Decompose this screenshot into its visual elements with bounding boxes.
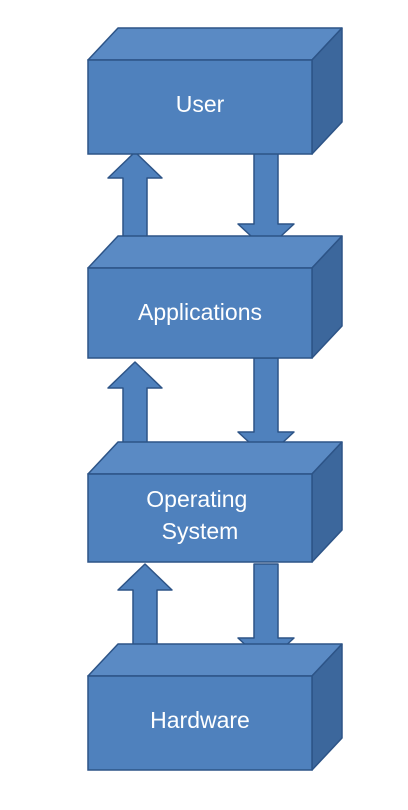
layer-label-hardware: Hardware (150, 707, 250, 733)
box-top (87, 27, 343, 61)
layer-label-line: User (176, 91, 225, 117)
box-front (87, 675, 313, 771)
box-top (87, 235, 343, 269)
box-top (87, 441, 343, 475)
layer-box-operating-system: Operating System (87, 441, 343, 563)
box-front (87, 267, 313, 359)
box-top (87, 643, 343, 677)
arrows-layer (107, 149, 295, 665)
layer-box-hardware: Hardware (87, 643, 343, 771)
layer-label-operating-system: Operating System (146, 486, 253, 544)
layer-label-line: Applications (138, 299, 262, 325)
box-front (87, 473, 313, 563)
layer-box-applications: Applications (87, 235, 343, 359)
layer-label-user: User (176, 91, 225, 117)
layer-box-user: User (87, 27, 343, 155)
layer-label-applications: Applications (138, 299, 262, 325)
arrow-down-user-to-applications (237, 149, 295, 251)
box-front (87, 59, 313, 155)
layer-label-line: Operating (146, 486, 247, 512)
layer-label-line: System (162, 518, 239, 544)
layer-label-line: Hardware (150, 707, 250, 733)
